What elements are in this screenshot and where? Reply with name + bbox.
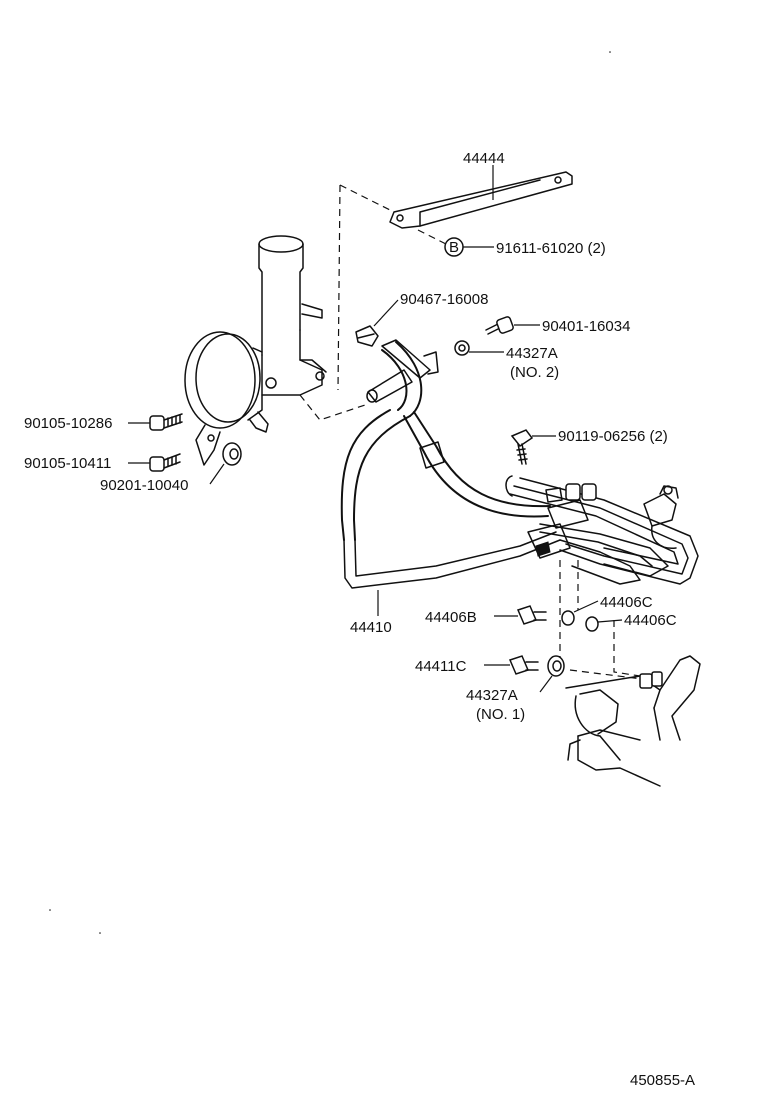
dashed-link-pump-side: [337, 184, 341, 391]
gasket-44327a-no1: [539, 655, 565, 693]
pump-reservoir: [184, 235, 327, 466]
steering-gear-housing: [565, 655, 701, 787]
dashed-link-bolt-b: [417, 229, 447, 245]
bolt-90105-10411: [128, 453, 181, 472]
bolt-b-marker: [444, 237, 494, 257]
label-gasket-no1-note: (NO. 1): [476, 706, 525, 723]
label-gasket-no2: 44327A: [506, 345, 558, 362]
dashed-link-lower-4: [569, 669, 651, 681]
diagram-code: 450855-A: [630, 1072, 695, 1089]
pressure-hose-44410: [340, 339, 561, 589]
cooler-tubes: [505, 475, 699, 585]
label-washer-left: 90201-10040: [100, 477, 188, 494]
clamp-90467-16008: [355, 299, 399, 347]
label-gasket-no2-note: (NO. 2): [510, 364, 559, 381]
dashed-link-lower-3: [613, 620, 641, 677]
label-union-bolt-c: 44411C: [415, 658, 467, 675]
label-bracket: 44444: [463, 150, 505, 167]
speck: [49, 909, 51, 911]
label-bolt-b-code: B: [449, 239, 459, 256]
gasket-44406c-b: [585, 616, 623, 632]
speck: [609, 51, 611, 53]
label-gasket-c1: 44406C: [600, 594, 653, 611]
label-bolt-b: 91611-61020 (2): [496, 240, 606, 257]
bolt-90119-06256: [510, 429, 556, 465]
label-union-bolt-b: 44406B: [425, 609, 477, 626]
washer-90201-10040: [209, 442, 242, 485]
label-gasket-c2: 44406C: [624, 612, 677, 629]
label-clamp: 90467-16008: [400, 291, 488, 308]
gasket-44406c-a: [561, 600, 599, 626]
label-gasket-no1: 44327A: [466, 687, 518, 704]
union-bolt-44406b: [494, 605, 547, 625]
gasket-44327a-no2: [454, 340, 504, 356]
label-bolt-right: 90119-06256 (2): [558, 428, 668, 445]
dashed-link-bracket: [339, 184, 395, 213]
bolt-90105-10286: [128, 413, 183, 431]
speck: [99, 932, 101, 934]
label-union-bolt-top: 90401-16034: [542, 318, 630, 335]
bracket-44444: [389, 171, 573, 229]
label-hose-assembly: 44410: [350, 619, 392, 636]
dashed-link-pump-outlet: [299, 394, 369, 421]
label-bolt-left-2: 90105-10411: [24, 455, 111, 472]
union-bolt-44411c: [484, 655, 539, 675]
label-bolt-left-1: 90105-10286: [24, 415, 112, 432]
union-bolt-90401-16034: [485, 316, 540, 335]
